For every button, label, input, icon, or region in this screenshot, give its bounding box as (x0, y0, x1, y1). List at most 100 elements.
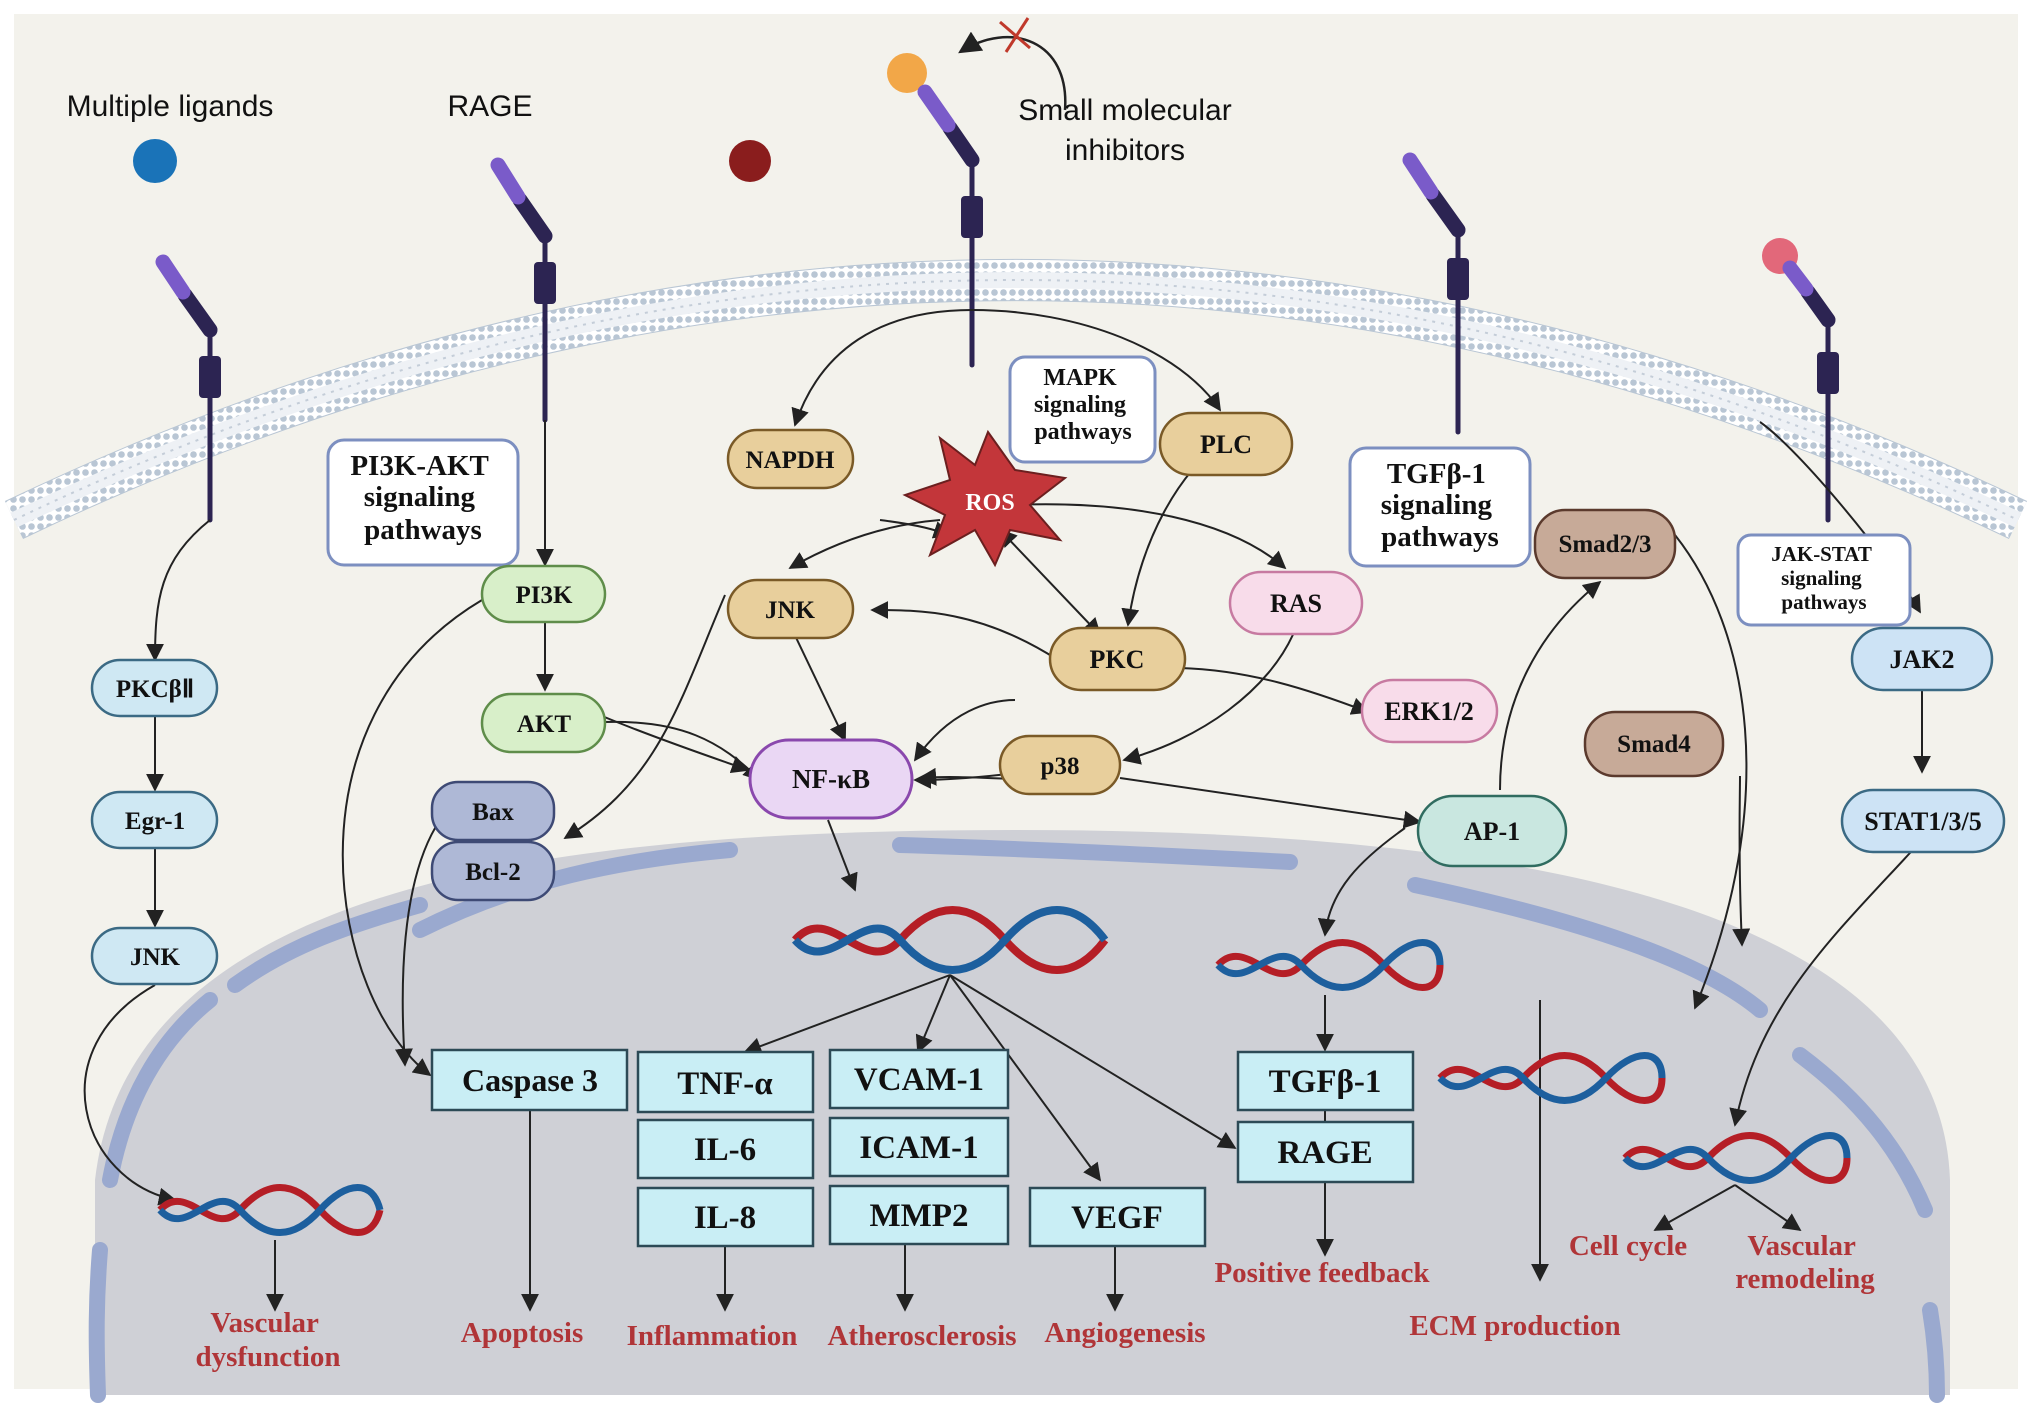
cell-membrane (4, 259, 2028, 539)
ligand-orange (887, 53, 927, 93)
node-napdh: NAPDH (726, 428, 855, 490)
ros-node: ROS (902, 429, 1068, 568)
node-pkc: PKC (1048, 626, 1187, 692)
node-plc: PLC (1158, 411, 1294, 477)
node-ap1: AP-1 (1416, 794, 1568, 868)
svg-text:MAPK signaling: MAPK signaling pathways (1034, 365, 1132, 445)
svg-text:Bcl-2: Bcl-2 (465, 859, 521, 886)
svg-text:IL-6: IL-6 (694, 1132, 756, 1168)
multiple-ligands-label: Multiple ligands (67, 90, 274, 123)
rage-receptor-5 (1782, 260, 1839, 523)
gene-tgfb1: TGFβ-1 (1236, 1050, 1415, 1112)
gene-il8: IL-8 (636, 1186, 815, 1248)
dna-icon (1622, 1132, 1851, 1184)
dna-icon (1437, 1052, 1666, 1104)
gene-il6: IL-6 (636, 1118, 815, 1180)
signaling-nodes: PKCβⅡ Egr-1 JNK PI3K AKT Bax Bcl-2 NAPD (90, 411, 2006, 986)
receptors (155, 84, 1839, 523)
outcome-atherosclerosis: Atherosclerosis (827, 1320, 1016, 1352)
ligand-darkred (729, 140, 771, 182)
svg-text:TGFβ-1 signaling: TGFβ-1 signaling pathways (1381, 458, 1499, 553)
node-erk: ERK1/2 (1360, 678, 1499, 744)
svg-text:JAK-STAT signaling: JAK-STAT signaling pathways (1771, 542, 1877, 614)
node-pkcb2: PKCβⅡ (90, 658, 219, 718)
dna-icon (1215, 939, 1444, 991)
pathway-arrows (83, 309, 1931, 1312)
pi3k-akt-pathway-box: PI3K-AKT signaling pathways (326, 438, 520, 567)
outcome-positive-feedback: Positive feedback (1214, 1257, 1430, 1289)
svg-text:TGFβ-1: TGFβ-1 (1269, 1064, 1382, 1100)
svg-text:AP-1: AP-1 (1464, 817, 1520, 846)
svg-text:ERK1/2: ERK1/2 (1384, 697, 1474, 726)
inhibitors-label: inhibitors (1065, 134, 1185, 167)
rage-receptor-3 (917, 84, 983, 368)
svg-text:JNK: JNK (765, 597, 816, 624)
node-jnk-left: JNK (90, 926, 219, 986)
tgfb-pathway-box: TGFβ-1 signaling pathways (1348, 446, 1532, 568)
svg-text:PKC: PKC (1090, 645, 1145, 674)
node-egr1: Egr-1 (90, 790, 219, 850)
svg-text:JAK2: JAK2 (1890, 645, 1955, 674)
svg-text:TNF-α: TNF-α (677, 1066, 773, 1102)
node-bax: Bax (430, 780, 556, 842)
dna-icon (791, 906, 1109, 974)
gene-icam1: ICAM-1 (828, 1116, 1010, 1178)
svg-text:Egr-1: Egr-1 (125, 808, 185, 835)
rage-receptor-2 (490, 157, 556, 423)
svg-text:Caspase 3: Caspase 3 (462, 1062, 598, 1098)
node-smad4: Smad4 (1583, 710, 1725, 778)
gene-boxes: Caspase 3 TNF-α IL-6 IL-8 VCAM-1 ICAM-1 … (430, 1048, 1415, 1248)
gene-mmp2: MMP2 (828, 1184, 1010, 1246)
pathway-label-boxes: PI3K-AKT signaling pathways MAPK signali… (326, 355, 1912, 627)
outcome-labels: Vascular dysfunction Apoptosis Inflammat… (195, 1230, 1875, 1373)
node-p38: p38 (998, 734, 1122, 796)
ligand-blue (133, 139, 177, 183)
svg-text:PI3K: PI3K (516, 582, 574, 609)
rage-receptor-4 (1402, 152, 1469, 435)
nucleus (88, 830, 1950, 1403)
rage-receptor-1 (155, 254, 221, 523)
outcome-inflammation: Inflammation (627, 1320, 798, 1352)
gene-vegf: VEGF (1028, 1186, 1207, 1248)
node-akt: AKT (480, 692, 607, 754)
node-jak2: JAK2 (1850, 626, 1994, 692)
node-stat: STAT1/3/5 (1840, 788, 2006, 854)
node-nfkb: NF-κB (748, 738, 914, 820)
mapk-pathway-box: MAPK signaling pathways (1008, 355, 1157, 464)
svg-text:Smad2/3: Smad2/3 (1558, 531, 1651, 558)
svg-text:VEGF: VEGF (1071, 1200, 1163, 1236)
outcome-angiogenesis: Angiogenesis (1044, 1317, 1205, 1349)
outcome-cell-cycle: Cell cycle (1569, 1230, 1687, 1262)
outcome-ecm-production: ECM production (1409, 1310, 1620, 1342)
dna-helices (157, 906, 1851, 1236)
jak-stat-pathway-box: JAK-STAT signaling pathways (1736, 533, 1912, 627)
svg-text:ROS: ROS (965, 490, 1014, 516)
svg-text:JNK: JNK (130, 944, 181, 971)
svg-text:Smad4: Smad4 (1617, 731, 1691, 758)
node-jnk: JNK (726, 578, 855, 640)
rage-label: RAGE (447, 90, 532, 123)
svg-text:PI3K-AKT signaling: PI3K-AKT signaling pathways (350, 450, 495, 546)
outcome-vascular-remodeling: Vascular remodeling (1735, 1230, 1875, 1295)
svg-text:NAPDH: NAPDH (746, 447, 835, 474)
svg-text:ICAM-1: ICAM-1 (859, 1130, 978, 1166)
svg-text:RAGE: RAGE (1277, 1135, 1372, 1171)
svg-text:VCAM-1: VCAM-1 (854, 1062, 984, 1098)
svg-text:PKCβⅡ: PKCβⅡ (116, 676, 194, 703)
node-bcl2: Bcl-2 (430, 840, 556, 902)
svg-text:PLC: PLC (1200, 430, 1252, 459)
svg-text:STAT1/3/5: STAT1/3/5 (1864, 807, 1982, 836)
gene-caspase3: Caspase 3 (430, 1048, 629, 1112)
dna-icon (157, 1184, 384, 1236)
node-ras: RAS (1228, 570, 1364, 636)
svg-text:MMP2: MMP2 (870, 1198, 969, 1234)
outcome-vascular-dysfunction: Vascular dysfunction (195, 1307, 340, 1373)
svg-text:RAS: RAS (1270, 589, 1322, 618)
inhibition-icon (958, 17, 1067, 111)
svg-text:AKT: AKT (517, 711, 572, 738)
svg-text:IL-8: IL-8 (694, 1200, 756, 1236)
small-molecular-label: Small molecular (1018, 94, 1231, 127)
gene-vcam1: VCAM-1 (828, 1048, 1010, 1110)
node-smad23: Smad2/3 (1533, 508, 1677, 580)
